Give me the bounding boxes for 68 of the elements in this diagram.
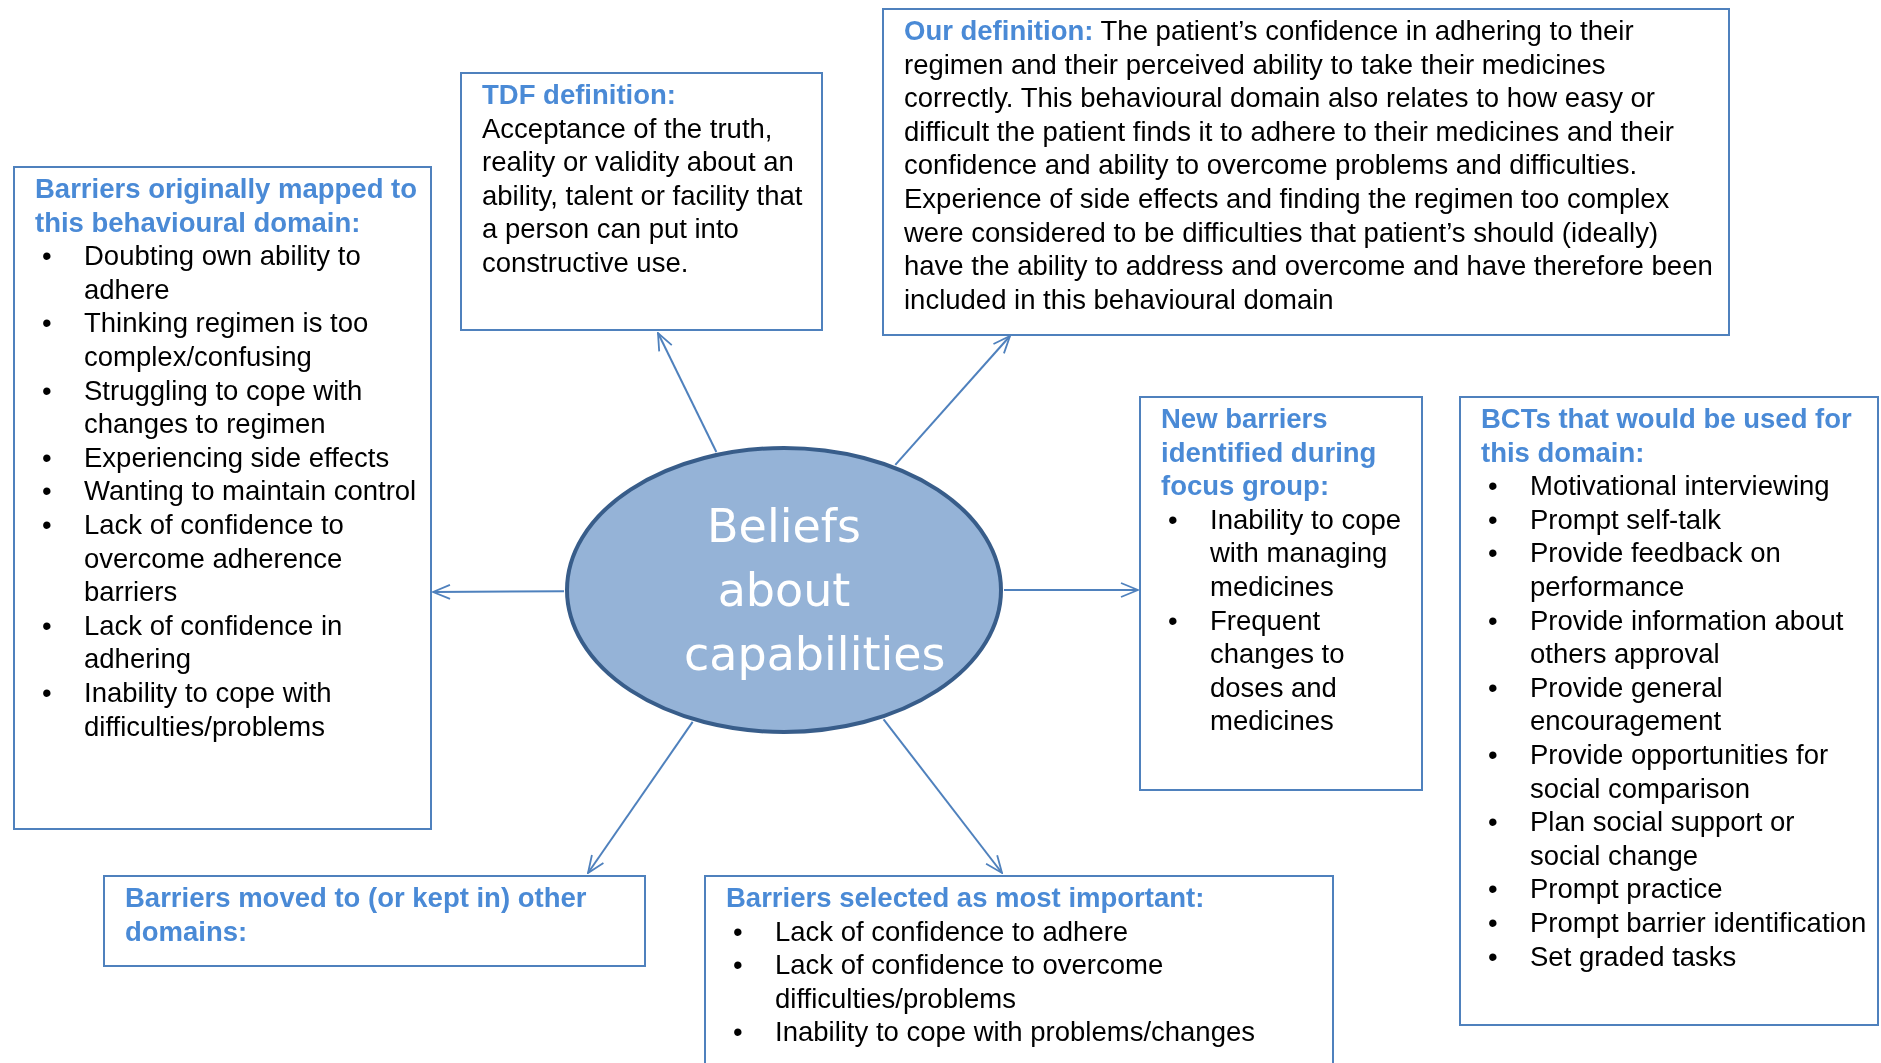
list-item: Plan social support or social change [1530,806,1795,871]
text-box [103,875,646,967]
arrow [882,718,1003,874]
bullet-mark: • [42,608,52,643]
definition-text: Our definition: The patient’s confidence in adhering to their regimen and their perceived ability to take their medicines correctly. This behavioural domain also relates to how easy or difficult the patient finds it to adhere to their medicines and their confidence and ability to overcome problems and difficulties. Experience of side effects and finding the regimen too complex were considered to be difficulties that patient’s should (ideally) have the ability to address and overcome and have therefore been included in this behavioural domain [904,14,1714,317]
list-item: Wanting to maintain control [84,475,417,507]
bullet-mark: • [1488,603,1498,638]
bullet-mark: • [42,675,52,710]
bullet-mark: • [1168,603,1178,638]
list-item: Provide general encouragement [1530,671,1723,737]
box-heading: Barriers originally mapped to this behavioural domain: [35,172,419,240]
list-item: Inability to cope with problems/changes [775,1016,1255,1048]
arrow [432,584,565,600]
list-item: Provide feedback on performance [1530,537,1781,602]
bullet-mark: • [42,306,52,340]
box-heading: New barriers identified during focus group: [1161,402,1378,503]
arrow [587,720,694,874]
bullet-mark: • [1168,502,1178,537]
bullet-mark: • [1488,905,1498,940]
bullet-mark: • [733,914,743,949]
arrow [894,335,1011,466]
bullet-mark: • [42,507,52,542]
arrow [657,332,718,454]
list-item: Motivational interviewing [1530,470,1830,502]
list-item: Prompt barrier identification [1530,906,1867,938]
list-item: Lack of confidence to adhere [775,915,1129,947]
bullet-mark: • [1488,502,1498,537]
text-box [704,875,1334,1063]
bullet-mark: • [42,474,52,508]
list-item: Lack of confidence in adhering [84,609,343,675]
text-box [1139,396,1423,791]
list-item: Frequent changes to doses and medicines [1210,604,1345,737]
list-item: Set graded tasks [1530,940,1737,972]
arrow [1003,582,1139,598]
bullet-mark: • [1488,872,1498,906]
list-item: Experiencing side effects [84,441,390,473]
definition-text: Acceptance of the truth, reality or validity about an ability, talent or facility that a person can put into constructive use. [482,111,804,280]
bullet-mark: • [42,239,52,273]
bullet-mark: • [1488,737,1498,772]
list-item: Thinking regimen is too complex/confusing [84,307,369,372]
bullet-mark: • [42,373,52,408]
list-item: Struggling to cope with changes to regimen [84,374,363,440]
list-item: Doubting own ability to adhere [84,240,361,305]
list-item: Provide information about others approval [1530,604,1844,670]
box-heading: Barriers selected as most important: [726,881,1206,915]
box-heading: Barriers moved to (or kept in) other domains: [125,881,588,949]
list-item: Prompt practice [1530,873,1723,905]
list-item: Prompt self-talk [1530,503,1722,535]
text-box [1459,396,1879,1026]
bullet-mark: • [1488,469,1498,503]
bullet-mark: • [1488,536,1498,570]
text-box [13,166,432,830]
list-item: Lack of confidence to overcome difficulties/problems [775,949,1164,1014]
list-item: Inability to cope with managing medicines [1210,503,1402,602]
list-item: Inability to cope with difficulties/problems [84,676,332,742]
bullet-mark: • [42,440,52,475]
bullet-mark: • [733,948,743,982]
bullet-mark: • [1488,939,1498,974]
box-heading: BCTs that would be used for this domain: [1481,402,1853,470]
text-box [460,72,823,331]
bullet-mark: • [1488,805,1498,839]
box-heading: TDF definition: [482,78,677,112]
list-item: Provide opportunities for social comparison [1530,738,1829,804]
bullet-mark: • [1488,670,1498,705]
list-item: Lack of confidence to overcome adherence barriers [84,508,344,608]
ellipse-node [564,445,1004,735]
node-title: Beliefs about capabilities [683,498,947,683]
bullet-mark: • [733,1015,743,1049]
